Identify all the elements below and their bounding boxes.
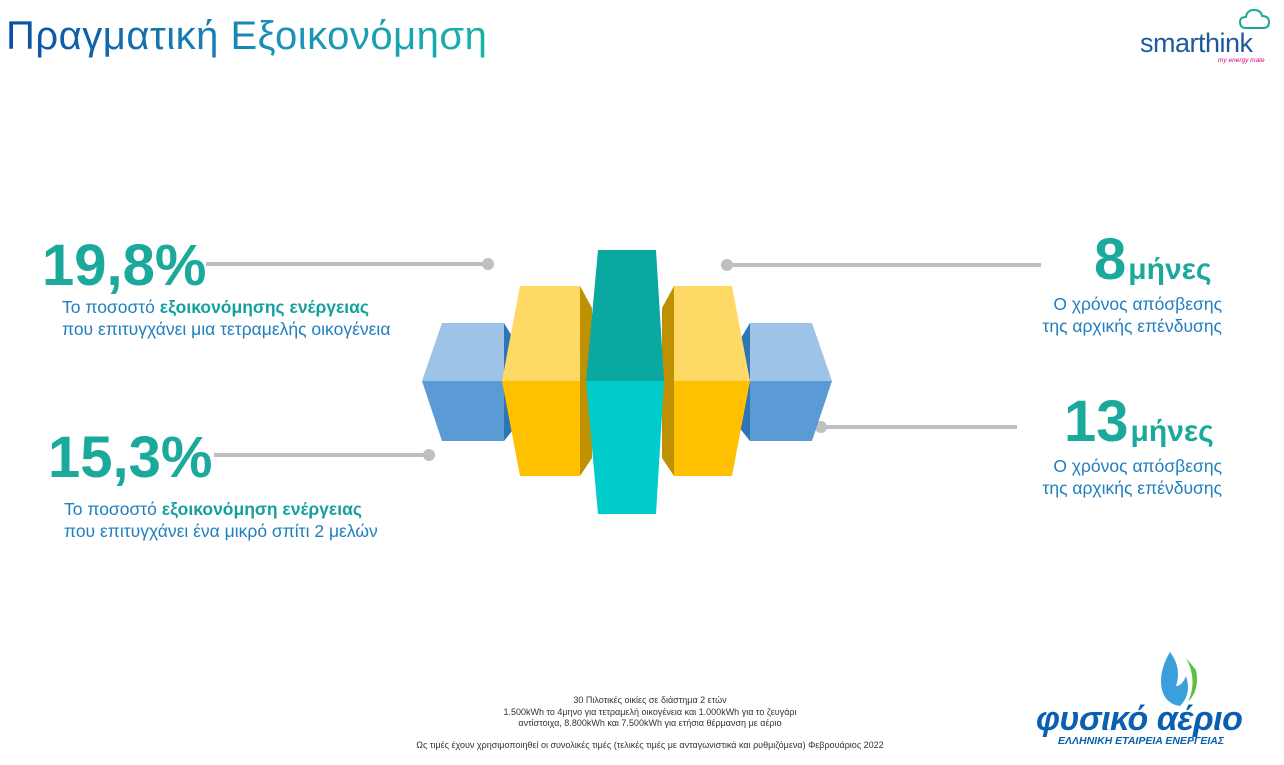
connector-line: [821, 425, 1017, 429]
payback-8-description: Ο χρόνος απόσβεσης της αρχικής επένδυσης: [1000, 293, 1222, 337]
desc-text: Ο χρόνος απόσβεσης: [1053, 294, 1222, 314]
desc-text: που επιτυγχάνει ένα μικρό σπίτι 2 μελών: [64, 521, 378, 541]
footnote-line: αντίστοιχα, 8.800kWh και 7.500kWh για ετ…: [518, 718, 782, 728]
payback-13-description: Ο χρόνος απόσβεσης της αρχικής επένδυσης: [1000, 455, 1222, 499]
family-savings-value: 19,8%: [42, 233, 207, 298]
natural-gas-subtitle: ΕΛΛΗΝΙΚΗ ΕΤΑΙΡΕΙΑ ΕΝΕΡΓΕΙΑΣ: [1058, 735, 1225, 747]
cloud-icon: [1238, 8, 1271, 29]
desc-text: Ο χρόνος απόσβεσης: [1053, 456, 1222, 476]
smarthink-tagline: my energy mate: [1218, 57, 1265, 64]
footnote-line: 1.500kWh το 4μηνο για τετραμελή οικογένε…: [503, 706, 797, 717]
footnote-line: 30 Πιλοτικές οικίες σε διάστημα 2 ετών: [573, 695, 727, 705]
desc-text: που επιτυγχάνει μια τετραμελής οικογένει…: [62, 319, 391, 339]
payback-13-value: 13μήνες: [1064, 388, 1214, 455]
footnote-line: Ως τιμές έχουν χρησιμοποιηθεί οι συνολικ…: [416, 739, 884, 750]
connector-line: [206, 262, 490, 266]
payback-unit: μήνες: [1128, 253, 1212, 286]
small-home-savings-description: Το ποσοστό εξοικονόμηση ενέργειας που επ…: [64, 498, 378, 542]
family-savings-description: Το ποσοστό εξοικονόμησης ενέργειας που ε…: [62, 296, 390, 340]
payback-unit: μήνες: [1130, 415, 1214, 448]
energy-blocks-graphic: [422, 250, 832, 514]
desc-highlight: εξοικονόμηση ενέργειας: [161, 499, 362, 519]
small-home-savings-value: 15,3%: [48, 425, 213, 490]
smarthink-wordmark: smarthink: [1140, 28, 1253, 58]
desc-text: της αρχικής επένδυσης: [1042, 478, 1222, 498]
payback-number: 8: [1094, 227, 1127, 292]
connector-line: [727, 263, 1041, 267]
desc-text: Το ποσοστό: [62, 297, 160, 317]
page-title: Πραγματική Εξοικονόμηση: [6, 14, 488, 58]
connector-dot: [423, 449, 435, 461]
natural-gas-wordmark: φυσικό αέριο: [1036, 700, 1243, 738]
payback-8-value: 8μήνες: [1094, 226, 1211, 293]
footnote: 30 Πιλοτικές οικίες σε διάστημα 2 ετών 1…: [360, 695, 940, 751]
connector-dot: [482, 258, 494, 270]
payback-number: 13: [1064, 389, 1129, 454]
desc-highlight: εξοικονόμησης ενέργειας: [159, 297, 370, 317]
desc-text: Το ποσοστό: [64, 499, 162, 519]
connector-line: [214, 453, 430, 457]
desc-text: της αρχικής επένδυσης: [1042, 316, 1222, 336]
flame-icon: [1161, 652, 1197, 706]
